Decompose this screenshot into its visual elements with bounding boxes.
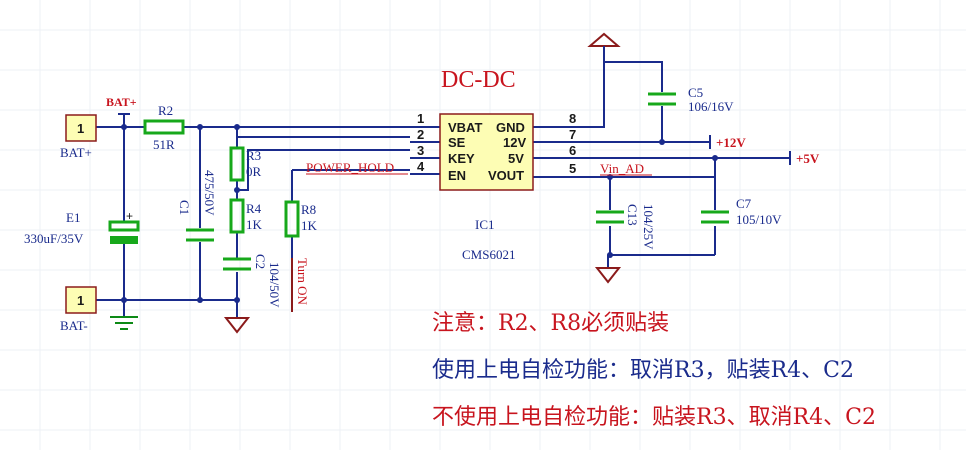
svg-text:C7: C7: [736, 196, 752, 211]
svg-text:8: 8: [569, 111, 576, 126]
svg-text:C5: C5: [688, 85, 703, 100]
svg-text:R2: R2: [158, 103, 173, 118]
svg-text:CMS6021: CMS6021: [462, 247, 515, 262]
net-label-turn-on: Turn ON: [295, 258, 310, 305]
svg-text:R4: R4: [246, 201, 262, 216]
svg-text:3: 3: [417, 143, 424, 158]
svg-text:+: +: [126, 209, 133, 223]
connector-bat-plus: 1 BAT+: [60, 114, 97, 160]
capacitor-c2: C2 104/50V: [223, 254, 282, 308]
svg-text:IC1: IC1: [475, 217, 495, 232]
svg-text:BAT+: BAT+: [60, 145, 92, 160]
svg-text:1: 1: [77, 121, 84, 136]
capacitor-e1: + E1 330uF/35V: [24, 209, 140, 246]
capacitor-c13: C13 104/25V: [596, 204, 656, 250]
svg-text:475/50V: 475/50V: [202, 170, 217, 216]
diagram-title: DC-DC: [441, 67, 516, 93]
power-port-5v: +5V: [789, 151, 820, 166]
capacitor-c7: C7 105/10V: [701, 196, 782, 227]
resistor-r3: R3 0R: [229, 146, 262, 182]
ground-icon-bottom-right: [594, 267, 622, 284]
note-required: 注意：R2、R8必须贴装: [432, 311, 670, 336]
note-use-self-test: 使用上电自检功能：取消R3，贴装R4、C2: [432, 358, 854, 383]
svg-text:1: 1: [77, 293, 84, 308]
svg-text:EN: EN: [448, 168, 466, 183]
resistor-r8: R8 1K: [284, 200, 318, 238]
svg-text:6: 6: [569, 143, 576, 158]
svg-text:51R: 51R: [153, 137, 175, 152]
svg-text:C13: C13: [625, 204, 640, 226]
ground-icon-c2: [223, 317, 251, 334]
svg-text:C1: C1: [177, 200, 192, 215]
wires: [96, 61, 790, 318]
svg-text:GND: GND: [496, 120, 525, 135]
svg-text:4: 4: [417, 159, 425, 174]
svg-text:1: 1: [417, 111, 424, 126]
svg-text:330uF/35V: 330uF/35V: [24, 231, 84, 246]
svg-text:SE: SE: [448, 135, 466, 150]
svg-text:E1: E1: [66, 210, 80, 225]
net-label-vin-ad: Vin_AD: [600, 161, 644, 176]
svg-text:0R: 0R: [246, 164, 262, 179]
svg-text:+12V: +12V: [716, 135, 746, 150]
svg-text:104/50V: 104/50V: [267, 262, 282, 308]
svg-text:2: 2: [417, 127, 424, 142]
svg-text:5: 5: [569, 161, 576, 176]
svg-text:VOUT: VOUT: [488, 168, 524, 183]
ic-cms6021: VBAT SE KEY EN GND 12V 5V VOUT 1 2 3 4 8…: [410, 111, 576, 262]
svg-text:C2: C2: [253, 254, 268, 269]
svg-text:12V: 12V: [503, 135, 526, 150]
svg-text:105/10V: 105/10V: [736, 212, 782, 227]
capacitor-c5: C5 106/16V: [648, 85, 734, 114]
resistor-r2: R2 51R: [143, 103, 185, 152]
svg-text:KEY: KEY: [448, 151, 475, 166]
svg-text:7: 7: [569, 127, 576, 142]
svg-text:104/25V: 104/25V: [641, 204, 656, 250]
svg-text:1K: 1K: [301, 218, 318, 233]
ground-icon-top: [587, 32, 621, 62]
svg-text:5V: 5V: [508, 151, 524, 166]
connector-bat-minus: 1 BAT-: [60, 286, 97, 333]
power-port-12v: +12V: [709, 135, 746, 150]
net-label-power-hold: POWER_HOLD: [306, 160, 394, 175]
svg-text:106/16V: 106/16V: [688, 99, 734, 114]
ground-icon-bat: [110, 316, 138, 330]
svg-text:+5V: +5V: [796, 151, 820, 166]
note-no-self-test: 不使用上电自检功能：贴装R3、取消R4、C2: [432, 405, 876, 430]
capacitor-c1: C1 475/50V: [177, 170, 217, 242]
svg-text:VBAT: VBAT: [448, 120, 482, 135]
svg-text:R3: R3: [246, 148, 261, 163]
svg-text:BAT-: BAT-: [60, 318, 88, 333]
svg-text:R8: R8: [301, 202, 316, 217]
net-label-bat-plus: BAT+: [106, 95, 137, 109]
svg-text:1K: 1K: [246, 217, 263, 232]
resistor-r4: R4 1K: [229, 198, 263, 234]
junctions: [121, 124, 718, 303]
